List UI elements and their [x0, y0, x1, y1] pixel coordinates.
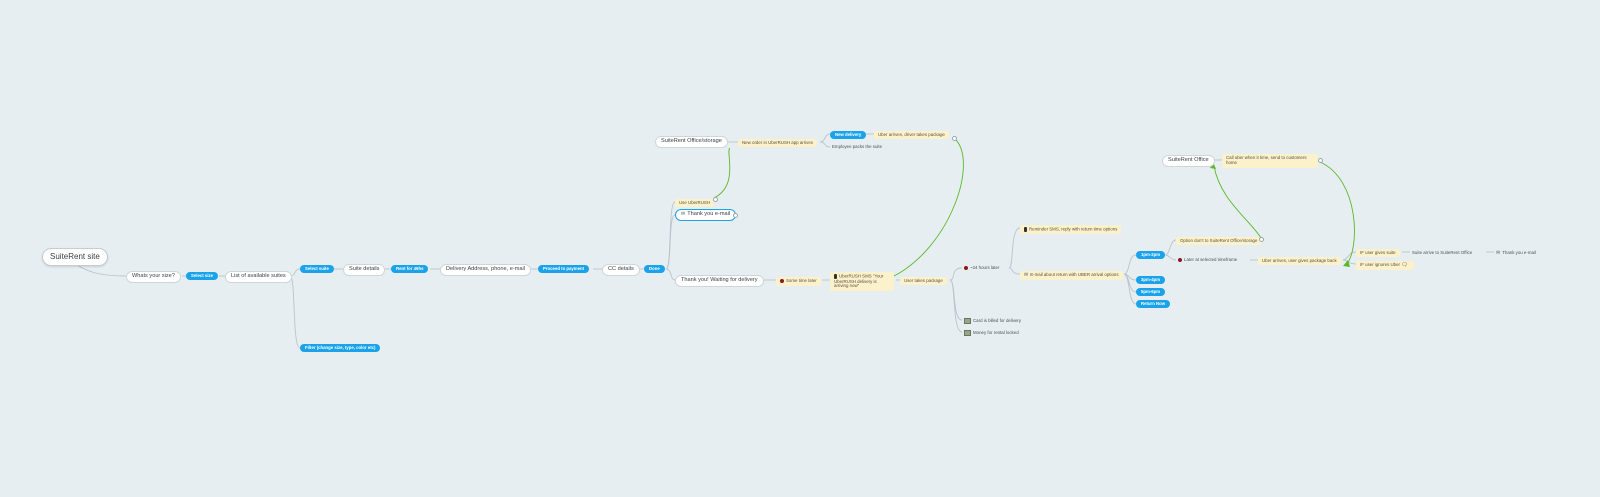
root-topic[interactable]: SuiteRent site	[42, 248, 108, 266]
note-new-order[interactable]: New order in UberRUSH app arrives	[738, 139, 818, 148]
note-if-user-ignores-uber[interactable]: IF user ignores Uber 🗨	[1356, 261, 1414, 270]
filter-button[interactable]: Filter (change size, type, color etc)	[300, 344, 381, 353]
topic-thank-you-waiting[interactable]: Thank you! Waiting for delivery	[675, 275, 764, 287]
new-delivery-button[interactable]: New delivery	[830, 131, 867, 140]
note-if-user-gives-suite[interactable]: IF user gives suite	[1356, 249, 1400, 258]
topic-money-locked[interactable]: Money for rental locked	[962, 329, 1021, 337]
topic-24-hours-later[interactable]: ~24 hours later	[962, 265, 1001, 272]
envelope-icon: ✉	[1024, 272, 1029, 278]
note-uber-arrives-gives[interactable]: Uber arrives, user gives package back	[1258, 257, 1341, 266]
select-size-button[interactable]: Select size	[186, 272, 218, 281]
credit-card-icon	[964, 318, 971, 324]
collapse-handle[interactable]	[1318, 158, 1323, 163]
done-button[interactable]: Done	[644, 265, 665, 274]
topic-list-of-suites[interactable]: List of available suites	[225, 271, 292, 283]
relationship-line	[1319, 161, 1355, 266]
time-slot-5pm-6pm-button[interactable]: 5pm-6pm	[1136, 288, 1166, 297]
envelope-icon: ✉	[681, 211, 686, 217]
time-slot-1pm-2pm-button[interactable]: 1pm-2pm	[1136, 251, 1166, 260]
note-option-dont[interactable]: Option don't to SuiteRent Office/storage	[1176, 237, 1262, 246]
alarm-clock-icon	[964, 266, 968, 270]
note-call-uber[interactable]: Call uber when it time, send to customer…	[1222, 154, 1318, 168]
alarm-clock-icon	[780, 279, 784, 283]
relationship-line	[1213, 165, 1262, 239]
note-uberrush-sms[interactable]: UberRUSH SMS "Your UberRUSH delivery is …	[830, 272, 894, 292]
select-suite-button[interactable]: Select suite	[300, 265, 334, 274]
alarm-clock-icon	[1178, 258, 1182, 262]
topic-delivery-address[interactable]: Delivery Address, phone, e-mail	[440, 264, 531, 276]
mobile-phone-icon	[1024, 227, 1027, 232]
topic-cc-details[interactable]: CC details	[602, 264, 640, 276]
topic-whats-your-size[interactable]: Whats your size?	[126, 271, 181, 283]
note-email-return[interactable]: ✉E-mail about return with UBER arrival o…	[1020, 271, 1123, 280]
topic-suiterent-office-storage[interactable]: SuiteRent Office/storage	[655, 136, 728, 148]
topic-suite-arrive[interactable]: Suite arrive to SuiteRent Office	[1412, 250, 1473, 255]
collapse-handle[interactable]	[713, 197, 718, 202]
topic-later-selected[interactable]: Later at selected timeframe	[1176, 257, 1239, 264]
note-some-time-later[interactable]: Some time later	[776, 277, 821, 286]
note-uber-arrives-takes[interactable]: Uber arrives, driver takes package	[874, 131, 949, 140]
topic-thank-you-email-2[interactable]: ✉Thank you e-mail	[1496, 250, 1536, 256]
time-slot-3pm-4pm-button[interactable]: 3pm-4pm	[1136, 276, 1166, 285]
relationship-line	[889, 137, 964, 279]
note-reminder-sms[interactable]: Reminder SMS, reply with return time opt…	[1020, 225, 1122, 235]
topic-card-billed[interactable]: Card is billed for delivery	[962, 317, 1023, 325]
topic-employee-packs[interactable]: Employee packs the suite	[832, 144, 883, 149]
envelope-icon: ✉	[1496, 250, 1501, 256]
proceed-to-payment-button[interactable]: Proceed to payment	[538, 265, 590, 274]
topic-suiterent-office[interactable]: SuiteRent Office	[1162, 155, 1215, 167]
note-user-takes-package[interactable]: User takes package	[900, 277, 947, 286]
relationship-line	[713, 147, 731, 199]
collapse-handle[interactable]	[1259, 237, 1264, 242]
speech-bubble-icon: 🗨	[1401, 262, 1408, 268]
credit-card-icon	[964, 330, 971, 336]
rent-button[interactable]: Rent for 49hs	[391, 265, 429, 274]
mobile-phone-icon	[834, 274, 837, 279]
topic-suite-details[interactable]: Suite details	[343, 264, 386, 276]
topic-thank-you-email[interactable]: ✉Thank you e-mail	[675, 209, 737, 221]
return-now-button[interactable]: Return Now	[1136, 300, 1171, 309]
note-use-uberrush[interactable]: Use UberRUSH	[675, 199, 714, 208]
collapse-handle[interactable]	[952, 136, 957, 141]
collapse-handle[interactable]	[733, 213, 738, 218]
